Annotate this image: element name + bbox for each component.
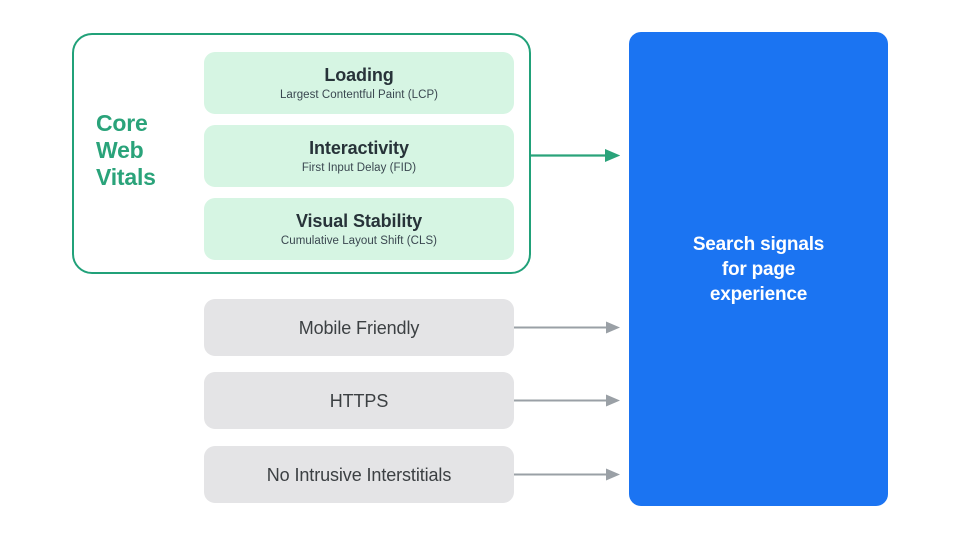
- vital-card-subtitle: Largest Contentful Paint (LCP): [279, 88, 439, 101]
- core-web-vitals-label-line-2: Web: [96, 137, 144, 163]
- signal-box-label: HTTPS: [329, 390, 389, 411]
- core-web-vitals-label: Core Web Vitals: [96, 110, 196, 191]
- vital-card-visual-stability: Visual Stability Cumulative Layout Shift…: [204, 198, 514, 260]
- core-web-vitals-label-line-1: Core: [96, 110, 148, 136]
- vital-card-title: Interactivity: [309, 137, 409, 158]
- signal-box-label: Mobile Friendly: [298, 317, 420, 338]
- vital-card-interactivity: Interactivity First Input Delay (FID): [204, 125, 514, 187]
- vital-card-loading: Loading Largest Contentful Paint (LCP): [204, 52, 514, 114]
- vital-card-subtitle: Cumulative Layout Shift (CLS): [280, 234, 438, 247]
- signal-box-no-intrusive-interstitials: No Intrusive Interstitials: [204, 446, 514, 503]
- vital-card-title: Visual Stability: [295, 210, 423, 231]
- signal-box-https: HTTPS: [204, 372, 514, 429]
- core-web-vitals-label-line-3: Vitals: [96, 164, 156, 190]
- outcome-line-1: Search signals: [692, 233, 825, 255]
- signal-box-label: No Intrusive Interstitials: [266, 464, 452, 485]
- vital-card-subtitle: First Input Delay (FID): [301, 161, 417, 174]
- search-signals-outcome-box: Search signals for page experience: [629, 32, 888, 506]
- signal-box-mobile-friendly: Mobile Friendly: [204, 299, 514, 356]
- search-signals-outcome-text: Search signals for page experience: [675, 232, 842, 307]
- outcome-line-2: for page: [721, 258, 796, 280]
- vital-card-title: Loading: [324, 64, 394, 85]
- outcome-line-3: experience: [709, 283, 808, 305]
